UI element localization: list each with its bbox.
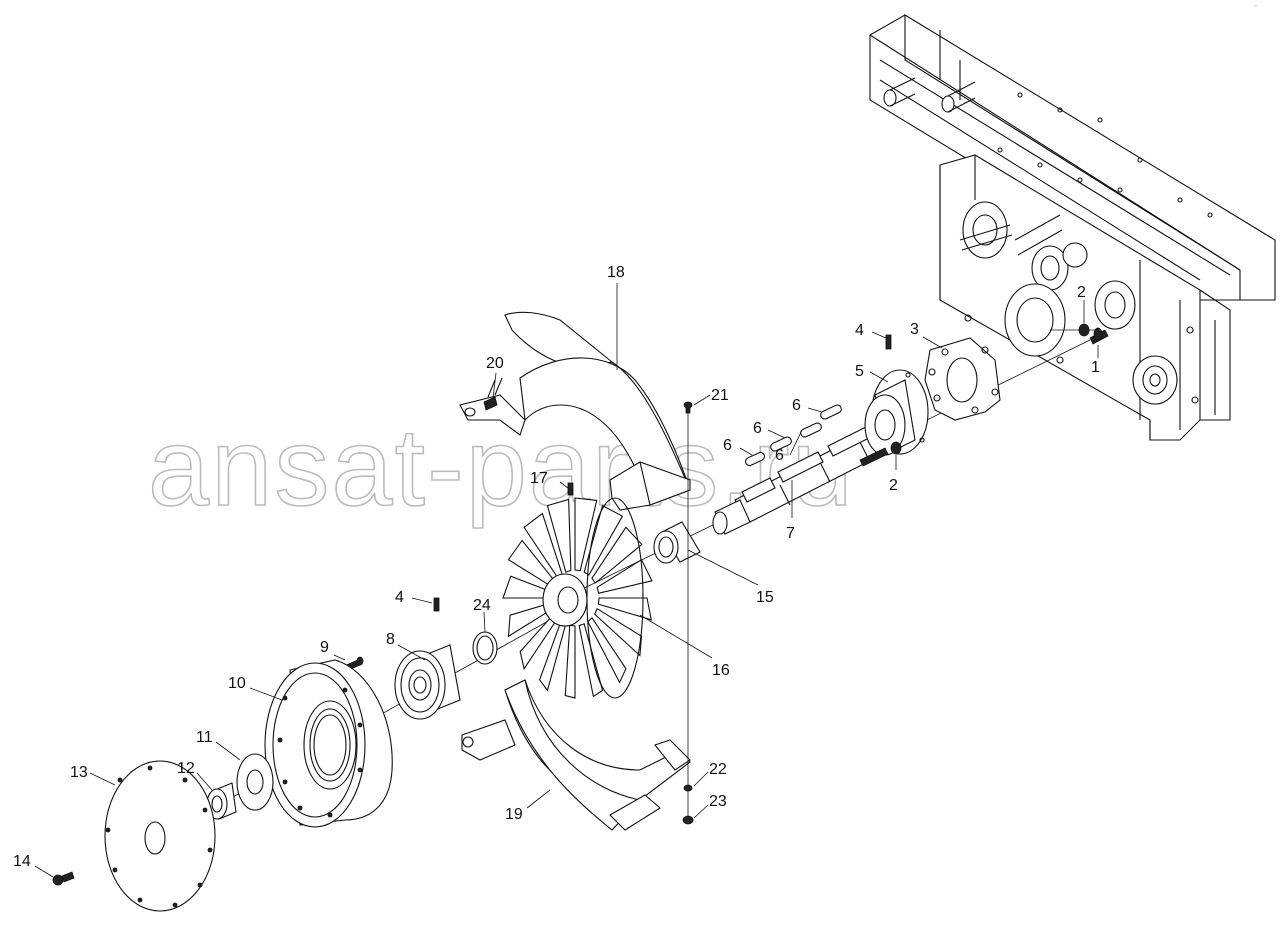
callout-2-top: 2 <box>1077 284 1086 301</box>
bolt-set-screw-4-lower <box>433 597 440 612</box>
bolt-17 <box>567 482 574 496</box>
flange-hub <box>864 369 929 456</box>
fan-blade <box>593 607 643 657</box>
callout-8: 8 <box>386 631 395 648</box>
key-2 <box>770 436 792 452</box>
fan-blade <box>574 497 598 572</box>
washer-22 <box>683 784 693 792</box>
bolt-2-top <box>1078 323 1090 337</box>
splined-shaft <box>712 424 896 535</box>
callout-16: 16 <box>712 662 730 679</box>
bolt-14 <box>52 871 75 886</box>
callout-6-c: 6 <box>723 437 732 454</box>
bolt-1 <box>1089 327 1109 345</box>
fan-blade <box>596 558 653 594</box>
adapter-plate <box>924 337 1001 421</box>
bolt-20 <box>483 396 498 411</box>
coupling-housing <box>264 659 393 828</box>
callout-18: 18 <box>607 264 625 281</box>
flex-disc <box>104 760 216 912</box>
callout-1: 1 <box>1091 359 1100 376</box>
callout-19: 19 <box>505 806 523 823</box>
corner-mark: ~ <box>1254 4 1257 10</box>
callout-20: 20 <box>486 355 504 372</box>
callout-24: 24 <box>473 597 491 614</box>
callout-17: 17 <box>530 470 548 487</box>
callout-14: 14 <box>13 853 31 870</box>
callout-23: 23 <box>709 793 727 810</box>
callout-22: 22 <box>709 761 727 778</box>
fan-blade <box>587 616 627 684</box>
bushing <box>653 521 701 564</box>
callout-21: 21 <box>711 387 729 404</box>
bolt-2-right <box>859 441 902 467</box>
bolt-set-screw-4-top <box>885 334 892 350</box>
flange-washer <box>236 753 274 811</box>
bearing <box>206 782 237 820</box>
nut-23 <box>682 815 694 825</box>
callout-3: 3 <box>910 321 919 338</box>
callout-5: 5 <box>855 363 864 380</box>
callout-11: 11 <box>196 729 213 746</box>
fan-blade <box>591 526 643 584</box>
callout-group: 1 2 2 3 4 4 5 6 6 6 6 7 8 9 10 11 12 <box>13 264 1100 878</box>
callout-2-right: 2 <box>889 477 898 494</box>
key-1 <box>745 451 765 467</box>
fan-hub <box>542 573 588 627</box>
callout-10: 10 <box>228 675 246 692</box>
snap-ring <box>472 631 498 665</box>
callout-4-top: 4 <box>855 322 864 339</box>
gearbox-frame-assembly <box>869 14 1276 441</box>
callout-9: 9 <box>320 639 329 656</box>
fan-blade <box>564 624 576 699</box>
callout-12: 12 <box>177 760 195 777</box>
fan-blade <box>546 498 572 573</box>
gear-hub <box>394 644 461 720</box>
callout-6-b: 6 <box>753 420 762 437</box>
fan-blade <box>578 623 604 698</box>
callout-6-d: 6 <box>775 447 784 464</box>
callout-6-a: 6 <box>792 397 801 414</box>
key-4 <box>820 404 842 420</box>
callout-4-lower: 4 <box>395 589 404 606</box>
callout-7: 7 <box>786 525 795 542</box>
lower-fan-housing <box>461 679 691 831</box>
callout-13: 13 <box>70 764 88 781</box>
key-3 <box>800 422 822 438</box>
fan-blade <box>597 597 652 621</box>
fan-impeller <box>502 497 653 699</box>
upper-fan-housing <box>459 311 691 511</box>
callout-15: 15 <box>756 589 774 606</box>
